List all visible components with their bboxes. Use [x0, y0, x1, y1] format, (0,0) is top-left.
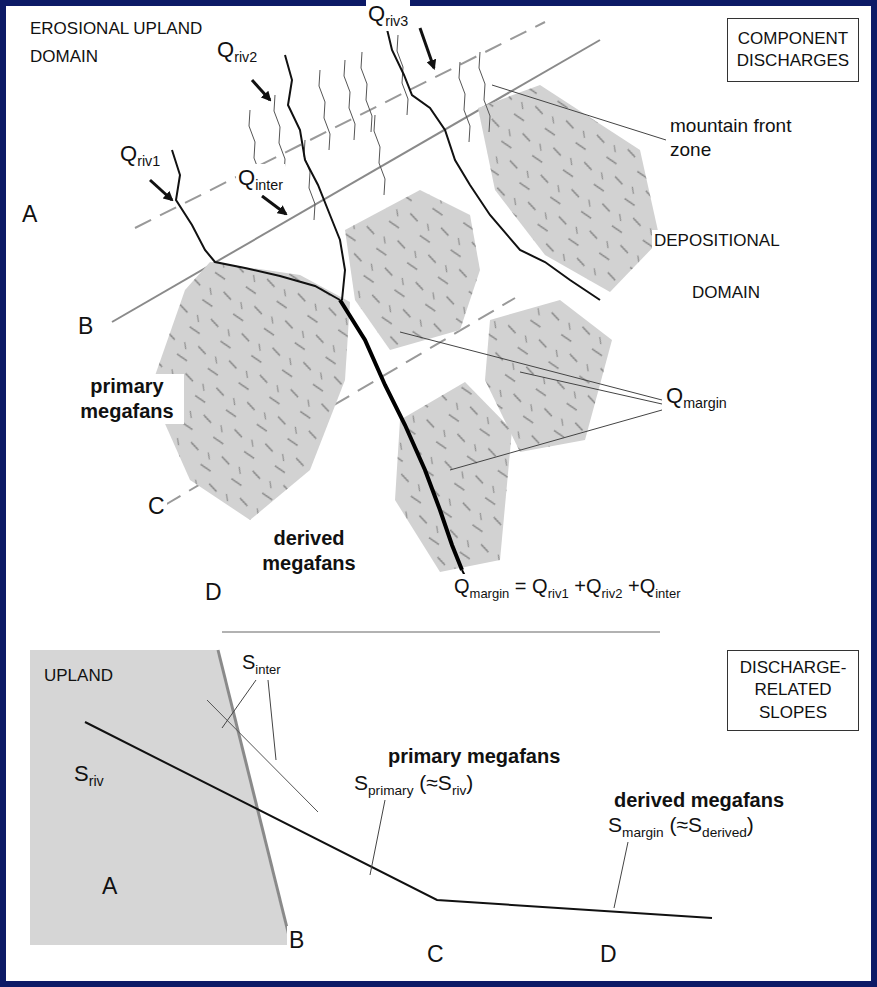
tributary-stream	[479, 52, 490, 132]
zone-label: mountain front zone	[668, 114, 822, 162]
region-name: DEPOSITIONAL	[652, 230, 782, 251]
section-letter: A	[20, 200, 39, 229]
discharge-label: Qmargin	[664, 382, 729, 413]
box-text: UPLAND	[44, 665, 148, 687]
section-letter: C	[425, 940, 446, 969]
discharge-label: Qriv3	[366, 0, 410, 31]
tributary-stream	[374, 115, 385, 195]
slope-label: Sriv	[72, 760, 106, 791]
section-letter: A	[100, 872, 119, 901]
title-box: COMPONENT DISCHARGES	[727, 18, 859, 82]
section-letter: B	[76, 312, 95, 341]
tributary-stream	[459, 62, 470, 142]
upland-label-region: UPLAND	[40, 660, 152, 693]
feature-label: derived megafans	[252, 526, 366, 576]
region-name: DOMAIN	[28, 46, 100, 67]
feature-label: primary megafans	[70, 374, 184, 424]
tributary-stream	[319, 70, 330, 150]
feature-label: primary megafans	[386, 744, 562, 769]
feature-label: derived megafans	[612, 788, 786, 813]
section-letter: C	[146, 492, 167, 521]
discharge-label: Qriv1	[118, 140, 162, 171]
section-letter: B	[287, 926, 306, 955]
slope-label: Sinter	[240, 650, 283, 678]
equation: Qmargin = Qriv1 +Qriv2 +Qinter	[452, 574, 683, 602]
tributary-stream	[397, 35, 408, 115]
slope-label: Smargin (≈Sderived)	[606, 812, 756, 841]
tributary-stream	[344, 60, 355, 140]
discharge-label: Qinter	[236, 164, 285, 195]
section-letter: D	[598, 940, 619, 969]
box-text: COMPONENT DISCHARGES	[734, 28, 852, 72]
tributary-stream	[361, 52, 372, 132]
tributary-stream	[274, 95, 285, 175]
region-name: DOMAIN	[690, 282, 762, 303]
tributary-stream	[304, 140, 315, 220]
box-text: DISCHARGE-RELATED SLOPES	[734, 657, 852, 723]
section-letter: D	[203, 578, 224, 607]
slope-label: Sprimary (≈Sriv)	[352, 770, 475, 799]
discharge-label: Qriv2	[215, 36, 259, 67]
title-box: DISCHARGE-RELATED SLOPES	[727, 650, 859, 731]
region-name: EROSIONAL UPLAND	[28, 18, 204, 39]
